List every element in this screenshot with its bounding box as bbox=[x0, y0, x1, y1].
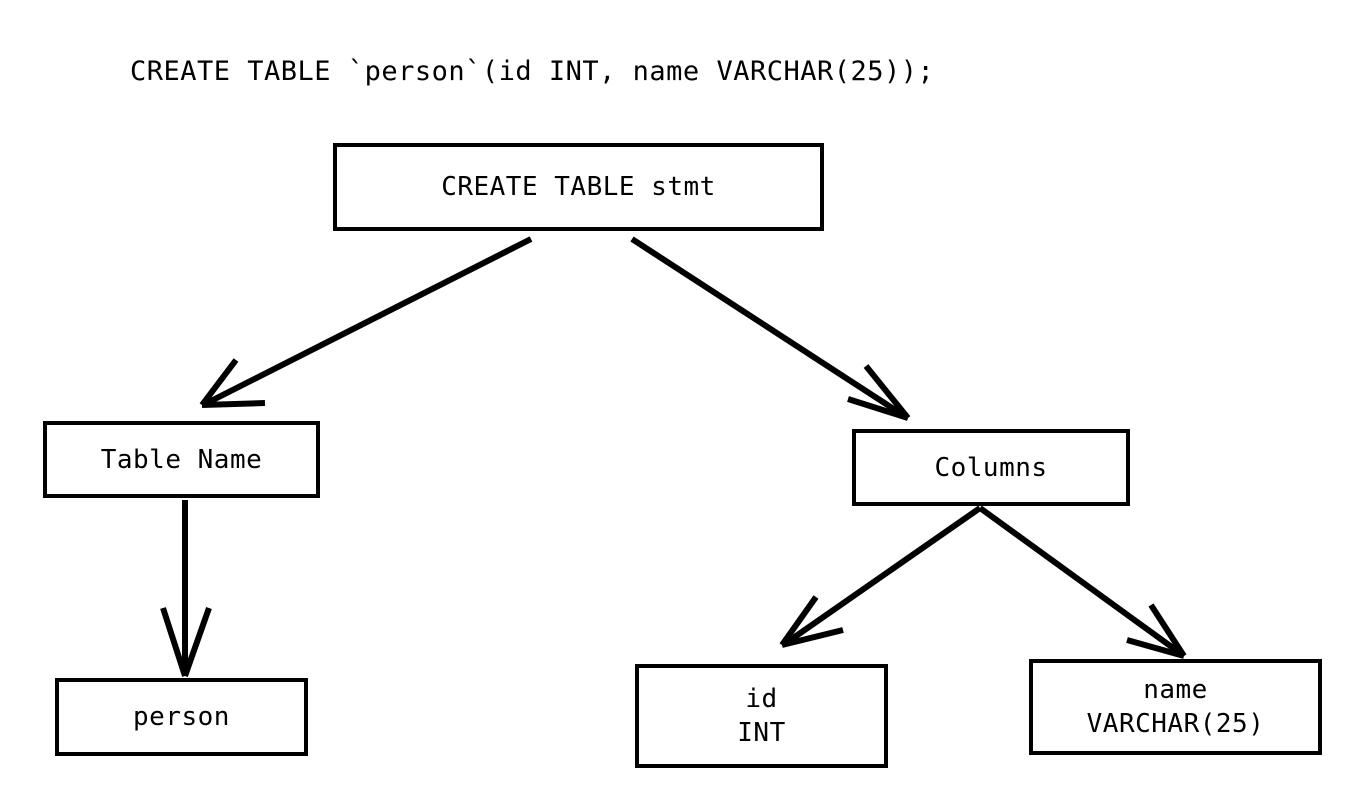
node-label-line1: Table Name bbox=[100, 444, 263, 475]
edge-root-to-columns bbox=[630, 236, 911, 421]
edge-columns-to-col-name bbox=[978, 505, 1187, 659]
node-label-line1: name bbox=[1143, 675, 1208, 705]
edge-table-name-to-person bbox=[160, 500, 212, 677]
node-create-table-stmt[interactable]: CREATE TABLE stmt bbox=[333, 143, 824, 231]
node-label-line1: id bbox=[745, 684, 778, 714]
sql-statement-title: CREATE TABLE `person`(id INT, name VARCH… bbox=[130, 56, 935, 87]
node-label-line2: VARCHAR(25) bbox=[1086, 709, 1265, 739]
edge-columns-to-col-id bbox=[779, 505, 982, 648]
node-label-line2: INT bbox=[737, 718, 786, 748]
edge-root-to-table-name bbox=[199, 236, 533, 408]
node-label-line1: CREATE TABLE stmt bbox=[441, 172, 716, 202]
node-table-name[interactable]: Table Name bbox=[43, 421, 320, 498]
node-columns[interactable]: Columns bbox=[852, 429, 1130, 506]
node-column-id[interactable]: id INT bbox=[635, 664, 888, 768]
node-person[interactable]: person bbox=[55, 678, 308, 756]
node-label-line1: Columns bbox=[934, 452, 1048, 483]
node-column-name[interactable]: name VARCHAR(25) bbox=[1029, 659, 1322, 755]
node-label-line1: person bbox=[133, 702, 230, 732]
